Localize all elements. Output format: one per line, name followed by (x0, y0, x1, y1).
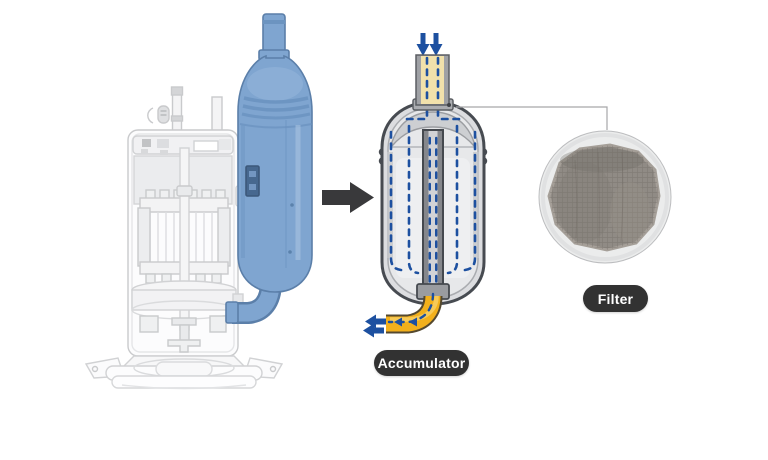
down-arrows-icon (416, 33, 443, 56)
left-arrows-icon (363, 314, 386, 338)
compressor-top-tube (171, 89, 183, 133)
accumulator-cutaway-diagram (363, 33, 488, 338)
filter-label: Filter (597, 290, 634, 307)
compressor-drawing (84, 86, 284, 390)
flow-dashed-lines (389, 108, 477, 275)
compressor-fitting (147, 107, 154, 124)
outlet-pipe (386, 292, 443, 334)
filter-badge: Filter (583, 285, 648, 312)
accumulator-badge: Accumulator (374, 350, 469, 376)
accumulator-label: Accumulator (377, 355, 466, 371)
callout-line (456, 106, 608, 130)
compressor-base (84, 355, 284, 390)
center-tube (422, 129, 444, 291)
accumulator-highlight (225, 13, 313, 324)
accumulator-highlight-body (237, 54, 313, 293)
right-block-arrow-icon (322, 182, 374, 213)
inlet-tube (412, 54, 454, 111)
compressor-top-tube (211, 96, 223, 133)
filter-photo (538, 130, 672, 264)
callout-anchor-dot (447, 103, 451, 107)
accumulator-bracket (245, 165, 260, 197)
